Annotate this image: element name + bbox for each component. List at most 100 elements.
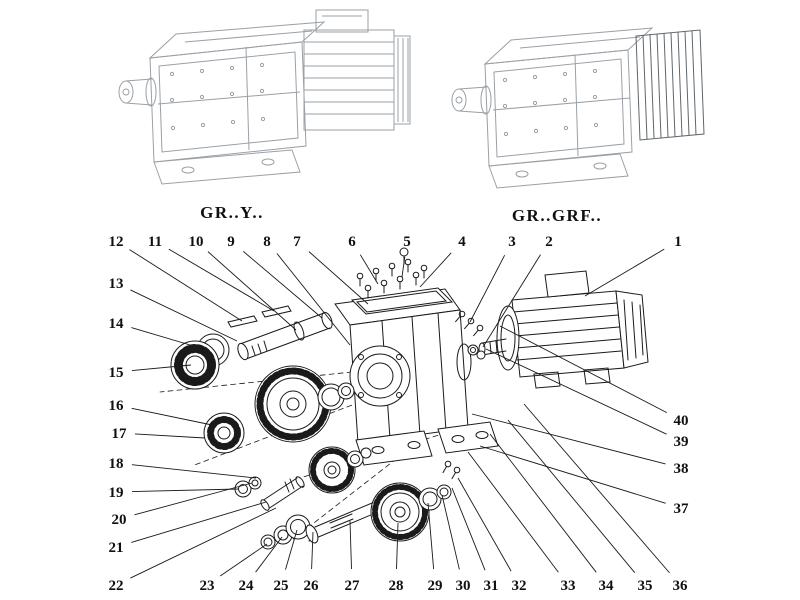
callout-label-35: 35 (638, 578, 653, 594)
callout-label-28: 28 (389, 578, 404, 594)
leader-line-3 (469, 254, 506, 323)
leader-line-19 (131, 488, 240, 493)
leader-line-33 (467, 451, 559, 573)
leader-line-38 (471, 413, 666, 465)
callout-label-24: 24 (239, 578, 255, 594)
callout-label-26: 26 (304, 578, 320, 594)
output-gear (370, 482, 430, 542)
shaft-key (261, 305, 292, 318)
callout-label-6: 6 (348, 234, 356, 250)
washer (248, 476, 262, 490)
leader-line-35 (507, 419, 636, 573)
leader-line-37 (479, 445, 666, 504)
callout-label-38: 38 (674, 461, 689, 477)
callout-label-34: 34 (599, 578, 615, 594)
leader-line-30 (441, 494, 460, 570)
shaft-key (227, 315, 258, 328)
leader-line-1 (584, 248, 665, 297)
callout-label-36: 36 (673, 578, 689, 594)
gearbox-front-face (484, 49, 633, 167)
callout-label-20: 20 (112, 512, 127, 528)
callout-label-33: 33 (561, 578, 576, 594)
callout-label-32: 32 (512, 578, 527, 594)
callout-label-18: 18 (109, 456, 124, 472)
leader-line-28 (396, 522, 399, 570)
mounting-feet (488, 153, 629, 189)
callout-label-22: 22 (109, 578, 124, 594)
model-label-right: GR..GRF.. (512, 206, 602, 225)
callout-label-4: 4 (458, 234, 466, 250)
callout-label-40: 40 (674, 413, 689, 429)
leader-line-27 (349, 520, 352, 570)
gearbox-top-face (483, 27, 654, 65)
callout-label-3: 3 (508, 234, 516, 250)
callout-label-10: 10 (189, 234, 204, 250)
leader-line-24 (255, 536, 283, 573)
leader-line-4 (419, 252, 452, 288)
callout-label-11: 11 (148, 234, 162, 250)
leader-line-26 (311, 531, 314, 570)
callout-label-2: 2 (545, 234, 553, 250)
leader-line-32 (457, 477, 512, 572)
callout-label-16: 16 (109, 398, 125, 414)
callout-label-23: 23 (200, 578, 215, 594)
assembled-gearmotor-left (118, 9, 411, 185)
housing-bore (349, 345, 411, 407)
housing-cover-plate (350, 287, 454, 315)
housing-foot-rear (437, 421, 499, 454)
motor-assembly (478, 270, 649, 389)
gearbox-front-face (149, 41, 307, 163)
washer (337, 382, 355, 400)
washer (346, 450, 364, 468)
pinion-gear-set (234, 446, 372, 511)
leader-line-11 (168, 248, 275, 312)
exploded-view (159, 247, 649, 550)
leader-line-22 (130, 507, 277, 579)
leader-line-7 (308, 251, 369, 305)
callout-label-21: 21 (109, 540, 124, 556)
input-flange-block (635, 29, 705, 141)
callout-label-14: 14 (109, 316, 125, 332)
callout-label-15: 15 (109, 365, 124, 381)
motor-body (303, 29, 395, 131)
callout-label-5: 5 (403, 234, 411, 250)
callout-label-8: 8 (263, 234, 271, 250)
leader-line-10 (207, 251, 297, 331)
assembled-gearmotor-right (451, 27, 705, 189)
callout-label-31: 31 (484, 578, 499, 594)
terminal-box (315, 9, 369, 33)
leader-line-21 (131, 501, 267, 543)
leader-line-36 (523, 403, 670, 574)
terminal-box (544, 270, 590, 298)
callout-label-7: 7 (293, 234, 301, 250)
washer (436, 484, 452, 500)
gearbox-housing (334, 288, 499, 466)
mounting-feet (153, 149, 301, 185)
leader-line-2 (482, 254, 541, 348)
leader-line-14 (131, 327, 208, 351)
leader-line-13 (130, 289, 238, 342)
leader-line-23 (219, 543, 268, 577)
callout-label-30: 30 (456, 578, 471, 594)
callout-label-12: 12 (109, 234, 124, 250)
output-shaft-assembly (260, 459, 462, 550)
gearbox-top-face (148, 21, 326, 59)
leader-line-5 (401, 256, 406, 278)
leader-line-8 (276, 253, 351, 346)
motor-flange (496, 305, 520, 371)
callout-label-29: 29 (428, 578, 443, 594)
leader-line-31 (451, 487, 486, 571)
leader-line-20 (134, 482, 253, 516)
motor-mount-bolts (452, 309, 486, 360)
leader-line-9 (242, 250, 323, 319)
callout-label-37: 37 (674, 501, 690, 517)
callout-label-9: 9 (227, 234, 235, 250)
leader-line-18 (131, 464, 257, 479)
leader-line-12 (129, 249, 243, 322)
leader-line-15 (131, 364, 192, 371)
leader-line-6 (359, 254, 379, 285)
model-label-left: GR..Y.. (200, 203, 264, 222)
